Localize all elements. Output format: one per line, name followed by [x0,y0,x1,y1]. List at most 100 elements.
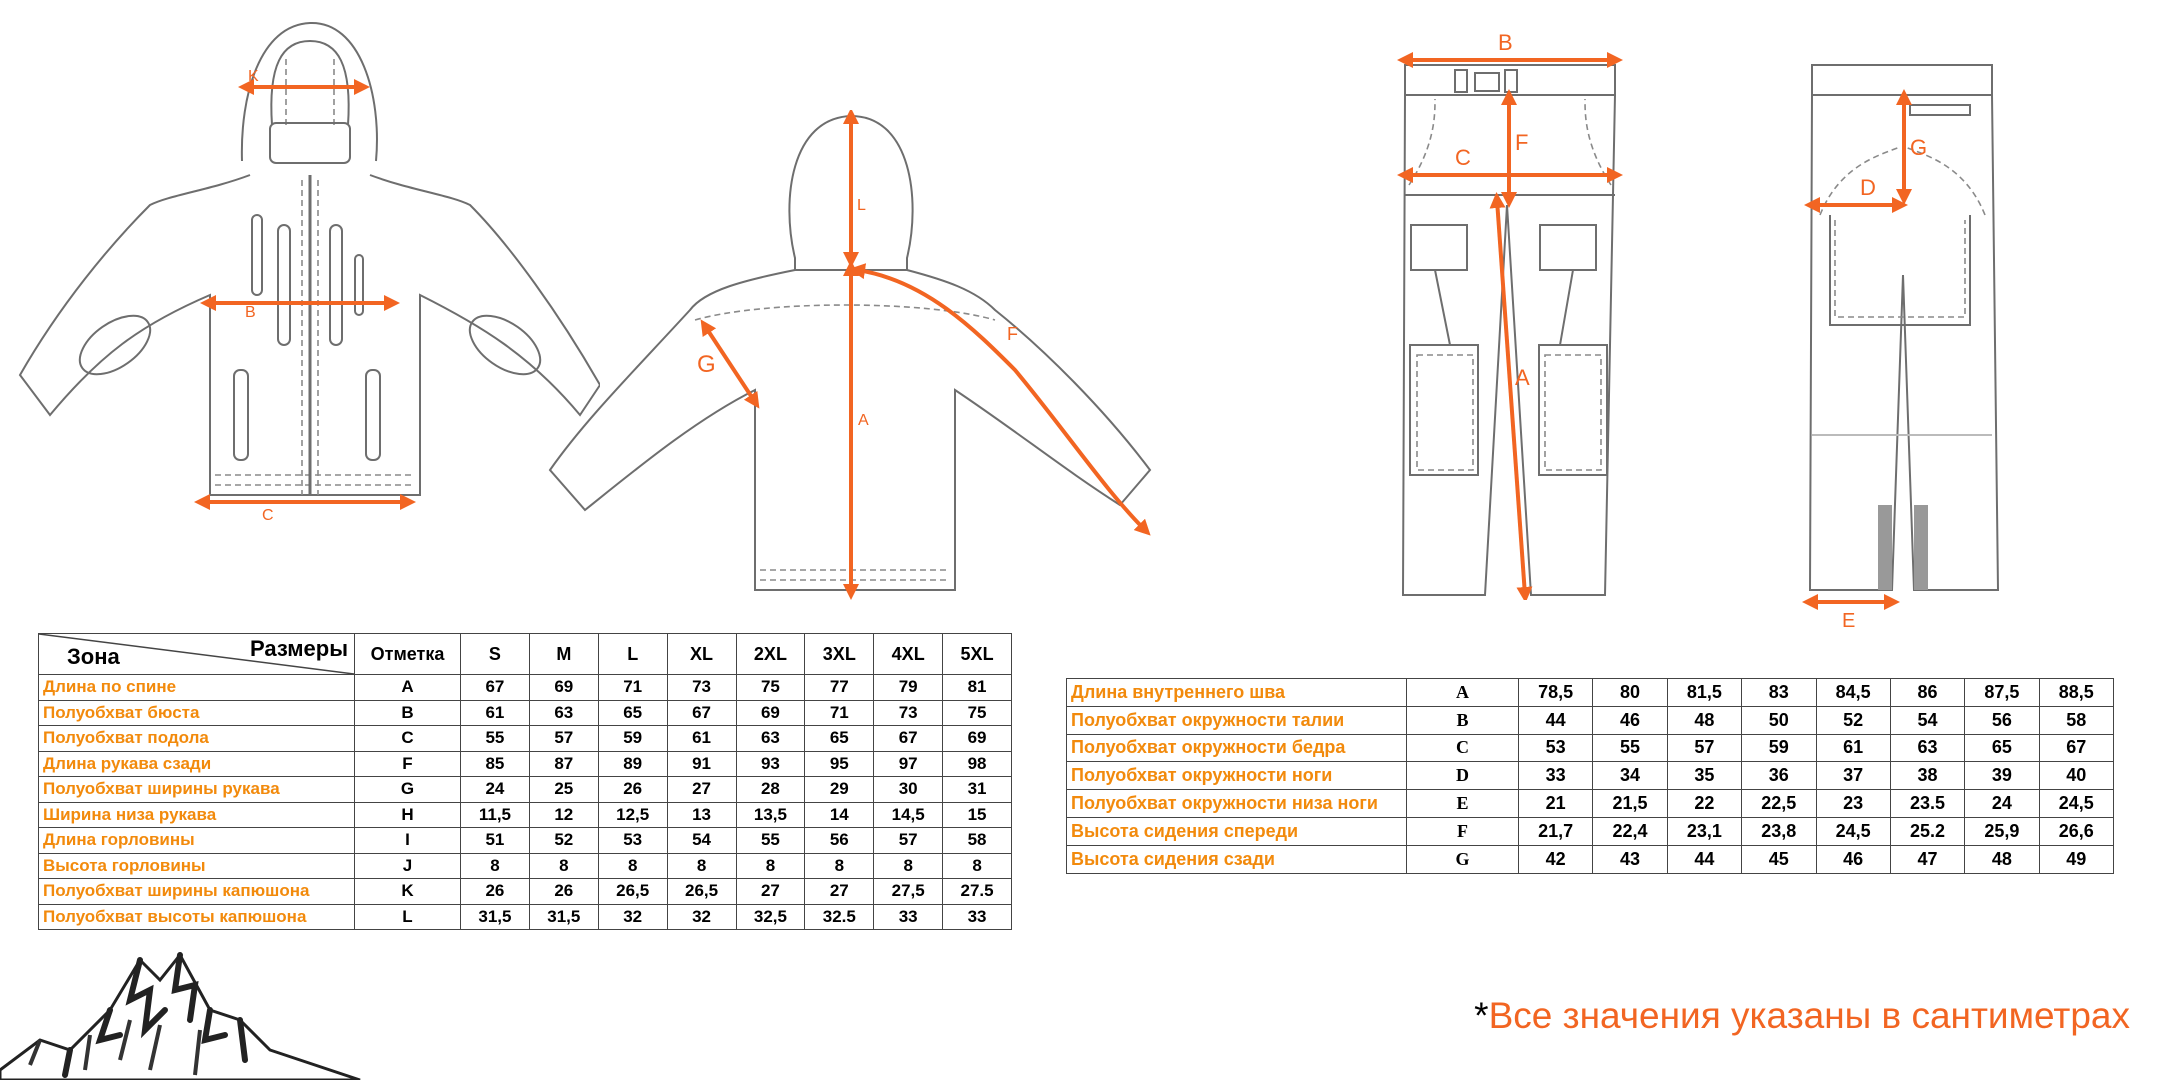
measure-label: F [1007,324,1018,344]
size-value: 47 [1889,844,1966,874]
size-value: 78,5 [1517,678,1594,707]
size-value: 32.5 [804,903,875,930]
size-value: 8 [942,852,1012,879]
size-value: 8 [873,852,944,879]
size-value: 32 [597,903,668,930]
measurement-name: Длина внутреннего шва [1066,678,1407,707]
size-value: 31,5 [460,903,530,930]
size-value: 81,5 [1666,678,1743,707]
size-header: XL [666,633,737,675]
measurement-mark: K [354,878,461,905]
size-value: 65 [597,699,668,726]
sizes-label: Размеры [249,636,348,661]
size-value: 98 [942,750,1012,777]
size-header: M [528,633,599,675]
measurement-mark: A [1406,678,1519,707]
size-value: 27.5 [942,878,1012,905]
size-value: 26,6 [2038,816,2115,846]
measurement-mark: A [354,674,461,701]
size-value: 55 [1592,733,1668,763]
size-value: 58 [942,827,1012,854]
measurement-mark: F [1406,816,1519,846]
jacket-front-diagram: K B C [10,15,600,525]
size-value: 67 [460,674,530,701]
size-value: 55 [460,725,530,752]
size-value: 23 [1815,789,1891,818]
zone-sizes-header: Зона Размеры [38,633,355,675]
size-value: 86 [1889,678,1966,707]
size-value: 8 [666,852,737,879]
size-value: 53 [1517,733,1594,763]
size-value: 25.2 [1889,816,1966,846]
size-value: 67 [2038,733,2115,763]
size-value: 8 [804,852,875,879]
size-value: 33 [873,903,944,930]
measurement-mark: E [1406,789,1519,818]
size-value: 52 [528,827,599,854]
size-value: 24,5 [2038,789,2115,818]
size-value: 25,9 [1964,816,2040,846]
measure-arrow [700,319,760,409]
size-value: 52 [1815,705,1891,735]
size-value: 26 [460,878,530,905]
measure-label: A [858,412,869,429]
measurement-mark: H [354,801,461,828]
size-value: 54 [1889,705,1966,735]
size-value: 51 [460,827,530,854]
size-value: 24 [460,776,530,803]
size-value: 61 [666,725,737,752]
size-value: 91 [666,750,737,777]
size-value: 24,5 [1815,816,1891,846]
size-value: 32,5 [735,903,806,930]
jacket-size-table: Зона Размеры Отметка S M L XL 2XL 3XL 4X… [38,633,1012,930]
size-value: 84,5 [1815,678,1891,707]
size-value: 61 [460,699,530,726]
measure-label: D [1860,175,1876,200]
size-value: 50 [1741,705,1817,735]
size-value: 59 [597,725,668,752]
size-value: 59 [1741,733,1817,763]
size-value: 27 [666,776,737,803]
measurement-mark: C [354,725,461,752]
measurement-mark: I [354,827,461,854]
units-footnote: *Все значения указаны в сантиметрах [1474,995,2130,1037]
measurement-name: Полуобхват высоты капюшона [38,903,355,930]
measurement-name: Полуобхват окружности низа ноги [1066,789,1407,818]
size-value: 44 [1666,844,1743,874]
size-header: 3XL [804,633,875,675]
size-value: 46 [1592,705,1668,735]
zone-label: Зона [67,644,120,669]
size-value: 22 [1666,789,1743,818]
size-value: 55 [735,827,806,854]
size-value: 14,5 [873,801,944,828]
size-value: 61 [1815,733,1891,763]
size-value: 8 [460,852,530,879]
size-value: 83 [1741,678,1817,707]
size-value: 63 [528,699,599,726]
size-value: 15 [942,801,1012,828]
size-value: 11,5 [460,801,530,828]
measurement-mark: C [1406,733,1519,763]
measurement-mark: G [1406,844,1519,874]
size-value: 87 [528,750,599,777]
size-value: 57 [1666,733,1743,763]
size-value: 35 [1666,761,1743,791]
measurement-name: Ширина низа рукава [38,801,355,828]
size-value: 65 [1964,733,2040,763]
size-value: 45 [1741,844,1817,874]
measure-label: F [1515,130,1528,155]
size-value: 44 [1517,705,1594,735]
